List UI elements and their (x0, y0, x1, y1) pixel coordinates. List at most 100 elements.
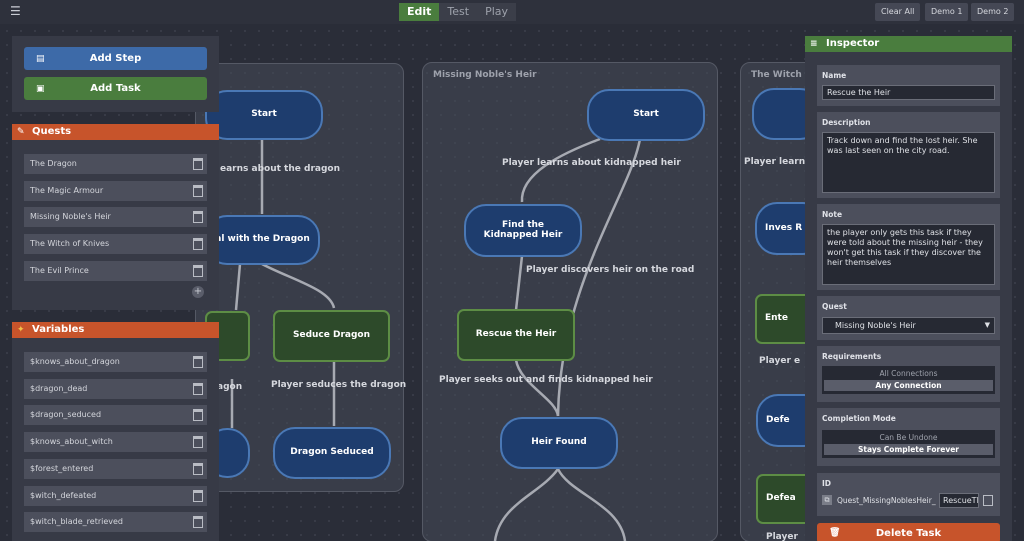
requirements-toggle: All Connections Any Connection (822, 366, 995, 394)
trash-icon[interactable] (193, 516, 203, 528)
node-seduce-dragon[interactable]: Seduce Dragon (273, 310, 390, 362)
node-deal-with-dragon[interactable]: al with the Dragon (205, 215, 320, 265)
quest-label: Quest (822, 302, 847, 311)
edge-label: Player discovers heir on the road (526, 265, 695, 275)
variable-item[interactable]: $witch_blade_retrieved (24, 512, 207, 532)
add-step-label: Add Step (89, 53, 142, 64)
variable-item[interactable]: $witch_defeated (24, 486, 207, 506)
edge-label: earns about the dragon (220, 164, 340, 174)
description-textarea[interactable]: Track down and find the lost heir. She w… (822, 132, 995, 193)
trash-icon[interactable] (193, 158, 203, 170)
add-step-button[interactable]: ▤ Add Step (24, 47, 207, 70)
sparkle-icon: ✦ (17, 325, 25, 335)
quest-item[interactable]: The Magic Armour (24, 181, 207, 201)
mode-edit[interactable]: Edit (399, 3, 440, 21)
edge-label: Player seduces the dragon (271, 380, 407, 390)
inspector-header: ≡ Inspector (805, 36, 1012, 52)
name-input[interactable]: Rescue the Heir (822, 85, 995, 100)
variable-item[interactable]: $forest_entered (24, 459, 207, 479)
node-heir-found[interactable]: Heir Found (500, 417, 618, 469)
edge-deal-left (234, 263, 242, 311)
quest-item[interactable]: Missing Noble's Heir (24, 207, 207, 227)
trash-icon: 🗑 (829, 528, 841, 538)
trash-icon[interactable] (193, 185, 203, 197)
mode-test[interactable]: Test (447, 5, 470, 18)
trash-icon[interactable] (193, 265, 203, 277)
chevron-down-icon: ▼ (984, 321, 990, 329)
node-rescue-the-heir[interactable]: Rescue the Heir (457, 309, 575, 361)
id-input[interactable]: RescueTh (939, 493, 979, 508)
trash-icon[interactable] (193, 409, 203, 421)
completion-label: Completion Mode (822, 414, 896, 423)
quests-title: Quests (32, 126, 72, 137)
demo-1-button[interactable]: Demo 1 (925, 3, 969, 21)
top-bar: ☰ Edit Test Play Clear All Demo 1 Demo 2 (0, 0, 1024, 24)
clear-all-button[interactable]: Clear All (875, 3, 921, 21)
toolbox-panel: ▤ Add Step ▣ Add Task (12, 36, 219, 112)
variable-item[interactable]: $knows_about_dragon (24, 352, 207, 372)
option-stays-complete[interactable]: Stays Complete Forever (824, 444, 993, 455)
edge-label: Player (766, 532, 798, 541)
variable-item[interactable]: $dragon_seduced (24, 405, 207, 425)
quest-item-label: The Evil Prince (30, 266, 89, 275)
option-all-connections[interactable]: All Connections (879, 369, 938, 378)
trash-icon[interactable] (193, 436, 203, 448)
edge-start-heirfound (556, 138, 642, 417)
quest-card: Quest Missing Noble's Heir ▼ (817, 296, 1000, 340)
node-start[interactable]: Start (205, 90, 323, 140)
variable-item-label: $dragon_dead (30, 384, 88, 393)
trash-icon[interactable] (193, 383, 203, 395)
trash-icon[interactable] (193, 356, 203, 368)
quest-item[interactable]: The Witch of Knives (24, 234, 207, 254)
variable-item-label: $knows_about_dragon (30, 357, 120, 366)
hamburger-icon[interactable]: ☰ (10, 4, 21, 18)
variable-item[interactable]: $dragon_dead (24, 379, 207, 399)
delete-task-button[interactable]: 🗑 Delete Task (817, 523, 1000, 541)
quest-item[interactable]: The Evil Prince (24, 261, 207, 281)
node-dragon-seduced[interactable]: Dragon Seduced (273, 427, 391, 479)
description-label: Description (822, 118, 871, 127)
variable-item-label: $witch_defeated (30, 491, 97, 500)
quest-select-value: Missing Noble's Heir (835, 321, 916, 330)
option-can-be-undone[interactable]: Can Be Undone (879, 433, 938, 442)
node-find-kidnapped-heir[interactable]: Find the Kidnapped Heir (464, 204, 582, 257)
quests-panel: ✎ Quests The Dragon The Magic Armour Mis… (12, 124, 219, 310)
variable-item-label: $witch_blade_retrieved (30, 517, 124, 526)
add-quest-icon[interactable]: + (192, 286, 204, 298)
name-label: Name (822, 71, 847, 80)
demo-2-button[interactable]: Demo 2 (971, 3, 1015, 21)
edge-label: Player learn (744, 157, 806, 167)
id-prefix: Quest_MissingNoblesHeir_ (837, 496, 936, 505)
edge-label: Player seeks out and finds kidnapped hei… (439, 375, 653, 385)
edge-start-find (520, 137, 601, 203)
variable-item[interactable]: $knows_about_witch (24, 432, 207, 452)
quest-select[interactable]: Missing Noble's Heir ▼ (822, 317, 995, 334)
mode-play[interactable]: Play (485, 5, 509, 18)
trash-icon[interactable] (193, 238, 203, 250)
edge-rescue-heirfound (514, 359, 560, 417)
note-textarea[interactable]: the player only gets this task if they w… (822, 224, 995, 285)
quest-item-label: Missing Noble's Heir (30, 212, 111, 221)
id-card: ID ⧉ Quest_MissingNoblesHeir_ RescueTh (817, 473, 1000, 516)
inspector-title: Inspector (826, 38, 880, 49)
trash-icon[interactable] (193, 490, 203, 502)
delete-task-label: Delete Task (875, 527, 942, 539)
add-task-button[interactable]: ▣ Add Task (24, 77, 207, 100)
edge-label: Player e (759, 356, 801, 366)
edge-heirfound-out-1 (493, 468, 560, 541)
node-start[interactable]: Start (587, 89, 705, 141)
trash-icon[interactable] (193, 463, 203, 475)
requirements-label: Requirements (822, 352, 882, 361)
edge-heirfound-out-2 (556, 468, 627, 541)
clipboard-icon[interactable] (983, 495, 993, 506)
option-any-connection[interactable]: Any Connection (824, 380, 993, 391)
completion-toggle: Can Be Undone Stays Complete Forever (822, 430, 995, 458)
quest-item[interactable]: The Dragon (24, 154, 207, 174)
copy-icon[interactable]: ⧉ (822, 495, 832, 505)
mode-switcher: Edit Test Play (399, 3, 517, 21)
trash-icon[interactable] (193, 211, 203, 223)
description-card: Description Track down and find the lost… (817, 112, 1000, 198)
step-icon: ▤ (36, 53, 45, 64)
task-icon: ▣ (36, 83, 45, 94)
id-label: ID (822, 479, 832, 488)
